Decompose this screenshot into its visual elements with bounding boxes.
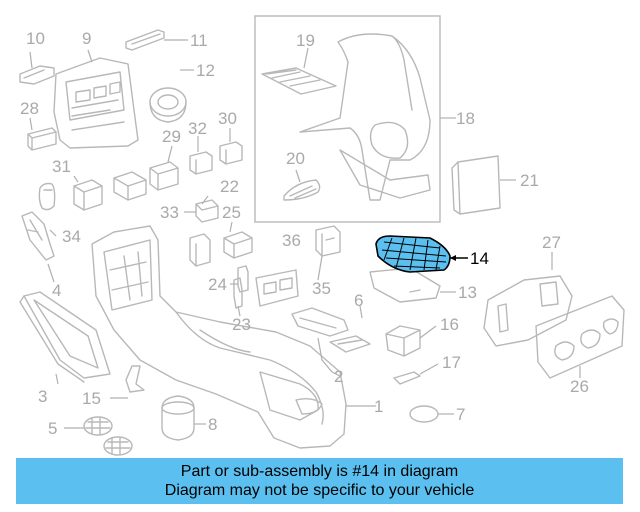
- part-24-shape: [237, 265, 249, 293]
- callout-17[interactable]: 17: [442, 353, 461, 372]
- part-14-highlight: [375, 235, 451, 273]
- callout-22[interactable]: 22: [220, 177, 239, 196]
- callout-28[interactable]: 28: [20, 99, 39, 118]
- callout-1[interactable]: 1: [374, 397, 383, 416]
- callout-16[interactable]: 16: [440, 315, 459, 334]
- callout-27[interactable]: 27: [542, 233, 561, 252]
- part-30-shape: [219, 141, 243, 165]
- part-7-shape: [409, 405, 439, 423]
- callout-3[interactable]: 3: [38, 387, 47, 406]
- part-5-shape: [83, 416, 113, 436]
- part-17-shape: [393, 371, 421, 385]
- part-4-shape: [23, 291, 111, 379]
- part-3-shape: [19, 295, 85, 383]
- banner-line-2: Diagram may not be specific to your vehi…: [164, 482, 475, 499]
- callout-10[interactable]: 10: [26, 29, 45, 48]
- part-16-shape: [385, 325, 421, 357]
- part-33-shape: [113, 171, 147, 201]
- info-banner: Part or sub-assembly is #14 in diagram D…: [16, 458, 623, 504]
- callout-21[interactable]: 21: [520, 171, 539, 190]
- part-23-shape: [233, 277, 243, 309]
- callout-9[interactable]: 9: [82, 29, 91, 48]
- part-21-shape: [451, 155, 501, 215]
- part-12-shape: [149, 87, 187, 117]
- part-22-shape: [195, 199, 219, 223]
- armrest-inset-box: [254, 15, 441, 223]
- callout-34[interactable]: 34: [62, 227, 81, 246]
- part-15-shape: [125, 365, 145, 393]
- callout-15[interactable]: 15: [82, 389, 101, 408]
- callout-6[interactable]: 6: [354, 291, 363, 310]
- part-knob-shape: [38, 182, 56, 211]
- part-5b-shape: [103, 436, 133, 456]
- callout-8[interactable]: 8: [208, 415, 217, 434]
- part-13-shape: [369, 267, 441, 303]
- part-6b-shape: [329, 335, 371, 353]
- banner-line-1: Part or sub-assembly is #14 in diagram: [180, 463, 459, 480]
- callout-18[interactable]: 18: [456, 109, 475, 128]
- callout-35[interactable]: 35: [312, 279, 331, 298]
- part-25-shape: [223, 231, 253, 259]
- callout-19[interactable]: 19: [296, 31, 315, 50]
- part-1-console: [91, 225, 347, 449]
- callout-5[interactable]: 5: [48, 419, 57, 438]
- callout-11[interactable]: 11: [190, 31, 208, 50]
- part-9-shape: [53, 57, 139, 149]
- part-10-shape: [19, 65, 55, 85]
- callout-29[interactable]: 29: [162, 127, 181, 146]
- part-27-shape: [483, 275, 573, 347]
- part-6-shape: [291, 307, 349, 337]
- callout-24[interactable]: 24: [208, 275, 227, 294]
- part-31-shape: [73, 179, 103, 211]
- callout-32[interactable]: 32: [188, 119, 207, 138]
- part-11-shape: [125, 29, 165, 51]
- part-19-shape: [261, 67, 337, 95]
- part-35-shape: [315, 225, 341, 257]
- callout-33[interactable]: 33: [160, 203, 179, 222]
- callout-31[interactable]: 31: [52, 157, 71, 176]
- callout-12[interactable]: 12: [196, 61, 215, 80]
- callout-36[interactable]: 36: [282, 231, 301, 250]
- callout-30[interactable]: 30: [218, 109, 237, 128]
- callout-25[interactable]: 25: [222, 203, 241, 222]
- callout-4[interactable]: 4: [52, 281, 61, 300]
- part-29-shape: [149, 161, 179, 191]
- callout-14[interactable]: 14: [470, 249, 489, 268]
- part-28-shape: [27, 127, 57, 151]
- part-switch-shape: [189, 233, 211, 267]
- callout-26[interactable]: 26: [570, 377, 589, 396]
- part-34-shape: [21, 211, 55, 261]
- part-36-shape: [255, 269, 299, 307]
- callout-20[interactable]: 20: [286, 149, 305, 168]
- part-32-shape: [189, 151, 213, 175]
- part-20-shape: [283, 179, 321, 201]
- callout-7[interactable]: 7: [456, 405, 465, 424]
- part-18-shape: [299, 33, 431, 201]
- callout-2[interactable]: 2: [334, 367, 343, 386]
- part-8-shape: [161, 395, 195, 441]
- part-26-shape: [535, 295, 625, 379]
- callout-13[interactable]: 13: [458, 283, 477, 302]
- callout-23[interactable]: 23: [232, 315, 251, 334]
